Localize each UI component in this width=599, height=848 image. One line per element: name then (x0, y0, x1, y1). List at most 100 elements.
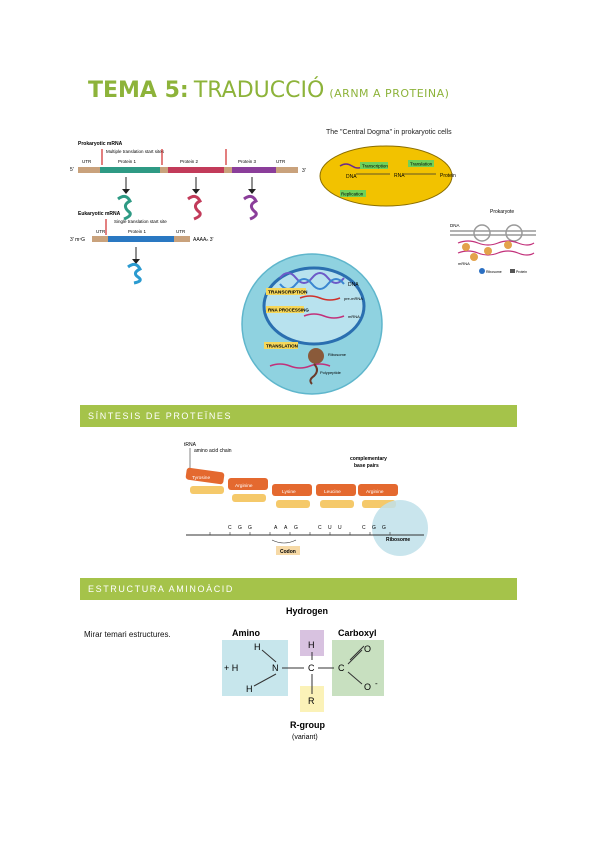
multi-sites-label: Multiple translation start sites (106, 149, 165, 154)
aa-label: Arginine (366, 489, 384, 495)
dogma-title: The "Central Dogma" in prokaryotic cells (326, 129, 452, 136)
mrna-figure: Prokaryotic mRNA Multiple translation st… (70, 141, 306, 285)
utr-label-2: UTR (276, 159, 286, 164)
section-header-aminoacid: ESTRUCTURA AMINOÀCID (80, 578, 517, 600)
dogma-protein: Protein (440, 173, 456, 179)
arrowheads (122, 189, 256, 194)
synth-comp2: base pairs (354, 463, 379, 469)
amino-acid-figure: Hydrogen Amino Carboxyl H H + H N H C C … (222, 606, 384, 741)
euk-utr-label: UTR (96, 229, 106, 234)
cell-transcription: TRANSCRIPTION (268, 290, 308, 296)
mrna-strand-2 (457, 250, 535, 256)
cyto-mrna (269, 363, 331, 369)
euk-title: Eukaryotic mRNA (78, 211, 121, 217)
prokaryote-figure: Prokaryote DNA mRNA Ribosome Protein (450, 209, 536, 274)
euk-arrowhead (132, 259, 140, 264)
protein3-icon (243, 194, 259, 221)
protein2-label: Protein 2 (180, 159, 199, 164)
codon-label-box (276, 546, 300, 555)
bonds (253, 645, 365, 694)
title-number: TEMA 5: (88, 78, 189, 103)
mrna-ticks (209, 532, 391, 535)
aa-box (272, 484, 312, 496)
protein1-segment (100, 167, 160, 173)
codon-base: A (284, 525, 288, 531)
dogma-figure: The "Central Dogma" in prokaryotic cells… (319, 129, 456, 207)
carboxyl-label: Carboxyl (338, 628, 377, 638)
utr-label: UTR (82, 159, 92, 164)
atom-r: R (308, 696, 315, 706)
single-site-label: Single translation start site (114, 219, 167, 224)
euk-protein-segment (108, 236, 174, 242)
nucleus (262, 266, 366, 346)
aa-label: Leucine (324, 489, 341, 495)
replication-box (340, 190, 366, 197)
codon-base: C (362, 525, 366, 531)
aa-box (228, 478, 268, 490)
euk-utr-segment-2 (174, 236, 190, 242)
amino-group-box (222, 640, 288, 696)
polya-label: AAAAₙ 3' (193, 237, 214, 243)
plus-h: + H (224, 663, 238, 673)
hydrogen-box (300, 630, 324, 656)
translation-box (408, 160, 434, 167)
rgroup-label: R-group (290, 720, 325, 730)
cap-label: 3' m⁷G (70, 237, 85, 243)
codon-bracket (271, 539, 297, 544)
trna-body (320, 500, 354, 508)
mrna-linker (160, 167, 168, 173)
dogma-replication: Replication (341, 192, 364, 197)
start-site-arrows (101, 149, 227, 165)
variant-label: (variant) (292, 734, 318, 741)
codon-base: C (318, 525, 322, 531)
euk-utr-label-2: UTR (176, 229, 186, 234)
atom-o-minus: O (364, 682, 371, 692)
codon-base: G (382, 525, 386, 531)
protein1-icon (117, 194, 133, 221)
euk-protein-label: Protein 1 (128, 229, 147, 234)
legend-ribosome-icon (479, 268, 485, 274)
codon-base: A (274, 525, 278, 531)
section-header-synthesis: SÍNTESIS DE PROTEÏNES (80, 405, 517, 427)
transcription-label-box (266, 288, 306, 295)
dogma-translation: Translation (410, 162, 433, 167)
protein2-icon (187, 194, 203, 221)
atom-h: H (246, 684, 253, 694)
codon-base: G (372, 525, 376, 531)
title-sub: (ARNM A PROTEINA) (329, 87, 450, 100)
codon-base: U (328, 525, 332, 531)
cell-figure: DNA TRANSCRIPTION pre-mRNA RNA PROCESSIN… (241, 253, 383, 395)
euk-utr-segment (92, 236, 108, 242)
protein3-label: Protein 3 (238, 159, 257, 164)
dna-helix (279, 272, 345, 284)
synthesis-figure: tRNA amino acid chain complementary base… (184, 442, 428, 556)
mrna-utr-segment-2 (276, 167, 298, 173)
legend-ribosome: Ribosome (486, 270, 502, 274)
five-prime: 5' (70, 167, 74, 173)
atom-o: O (364, 644, 371, 654)
ribosome-icon (462, 243, 470, 251)
polypeptide-icon (309, 363, 318, 385)
three-prime: 3' (302, 168, 306, 174)
ribosome-icon-4 (504, 241, 512, 249)
title-main: TRADUCCIÓ (193, 78, 325, 103)
synth-ribosome: Ribosome (386, 537, 410, 543)
protein3-segment (232, 167, 276, 173)
synth-trna: tRNA (184, 442, 197, 448)
legend-protein: Protein (516, 270, 527, 274)
dogma-transcription: Transcription (362, 164, 388, 169)
mrna-utr-segment (78, 167, 100, 173)
codon-label: Codon (280, 549, 296, 555)
legend-protein-icon (510, 269, 515, 273)
ribosome-shape (372, 500, 428, 556)
aa-box (185, 467, 225, 485)
ribosome-icon-3 (470, 253, 478, 261)
hydrogen-label: Hydrogen (286, 606, 328, 616)
cell-mrna: mRNA (348, 314, 360, 319)
prok-label: Prokaryote (490, 209, 514, 215)
transcription-box (360, 162, 388, 169)
rna-processing-label-box (266, 306, 304, 313)
atom-c: C (308, 663, 315, 673)
amino-acid-chain (185, 467, 398, 496)
aa-box (316, 484, 356, 496)
